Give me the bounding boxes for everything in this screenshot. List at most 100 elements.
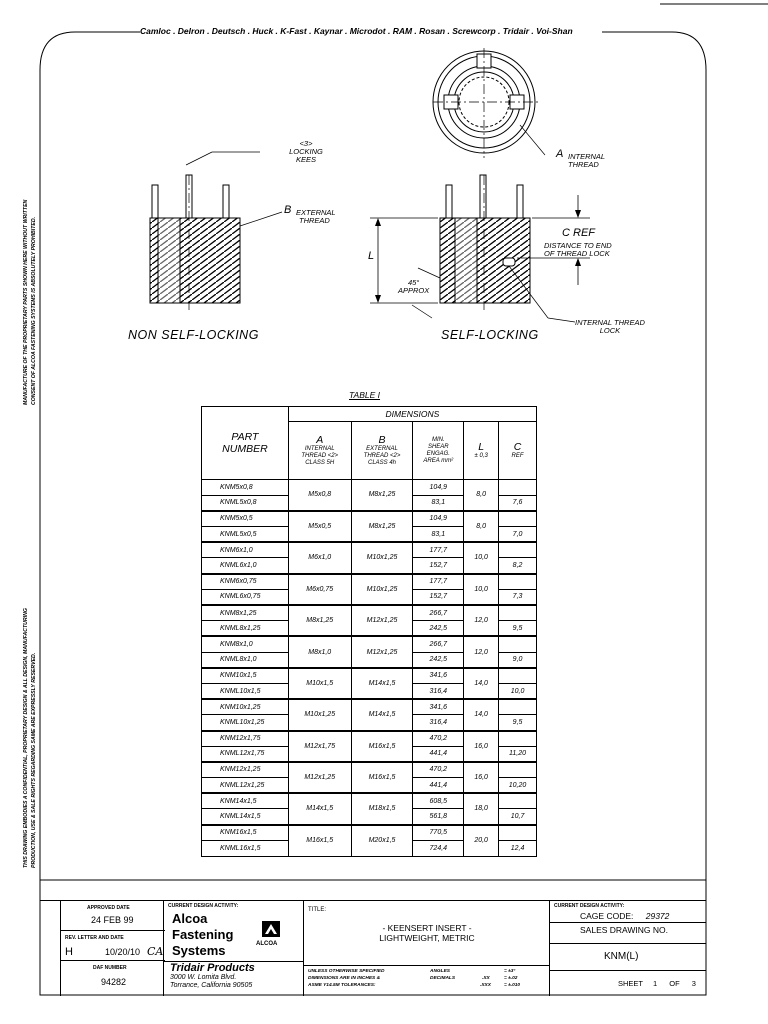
table-caption: TABLE I	[349, 390, 381, 400]
internal-thread-cell: M12x1,25	[287, 760, 352, 794]
c-ref-cell: 7,6	[498, 494, 537, 512]
shear-area-cell: 152,7	[412, 588, 465, 606]
external-thread-label: EXTERNAL THREAD	[296, 209, 336, 225]
col-b-line2: THREAD <2>	[363, 452, 401, 459]
internal-thread-cell: M10x1,25	[287, 698, 352, 732]
locking-keys-label: <3> LOCKING KEES	[286, 140, 326, 164]
shear-area-cell: 177,7	[412, 541, 465, 559]
tolerance-values: ANGLES= ±3° DECIMALS.XX= ±.02 .XXX= ±.01…	[430, 968, 546, 989]
side-note-bottom: THIS DRAWING EMBODIES A CONFIDENTIAL, PR…	[22, 608, 38, 868]
col-l-tolerance: ± 0,3	[474, 452, 488, 459]
col-c-header: C REF	[498, 421, 537, 480]
locking-keys-line2: LOCKING	[289, 147, 323, 156]
cage-code: CAGE CODE: 29372	[580, 911, 669, 921]
shear-area-cell: 470,2	[412, 729, 465, 747]
col-a-letter: A	[316, 433, 324, 446]
part-number-cell: KNML10x1,5	[201, 682, 289, 700]
length-cell: 14,0	[463, 666, 500, 700]
internal-thread-cell: M10x1,5	[287, 666, 352, 700]
external-thread-cell: M18x1,5	[350, 792, 414, 826]
c-ref-cell: 12,4	[498, 839, 537, 857]
part-number-cell: KNM10x1,25	[201, 698, 289, 716]
daf-value: 94282	[101, 977, 127, 987]
shear-area-cell: 608,5	[412, 792, 465, 810]
drawing-info-column: CURRENT DESIGN ACTIVITY: CAGE CODE: 2937…	[550, 901, 706, 996]
part-number-cell: KNML5x0,5	[201, 526, 289, 543]
length-cell: 16,0	[463, 760, 500, 794]
a-letter: A	[556, 148, 564, 160]
col-shear-line4: AREA mm²	[423, 457, 454, 464]
c-ref-empty-cell	[498, 509, 537, 527]
internal-thread-cell: M14x1,5	[287, 792, 352, 826]
part-number-cell: KNM16x1,5	[201, 823, 289, 841]
top-view	[432, 48, 546, 158]
part-number-cell: KNM12x1,75	[201, 729, 289, 747]
c-ref-cell: 9,0	[498, 651, 537, 669]
shear-area-cell: 470,2	[412, 760, 465, 779]
internal-thread-cell: M12x1,75	[287, 729, 352, 763]
angles-value: = ±3°	[504, 969, 516, 974]
l-letter: L	[368, 250, 375, 262]
activity-label: CURRENT DESIGN ACTIVITY:	[168, 903, 239, 909]
col-a-line2: THREAD <2>	[301, 452, 339, 459]
activity2-label: CURRENT DESIGN ACTIVITY:	[554, 903, 625, 909]
col-b-header: B EXTERNAL THREAD <2> CLASS 4h	[350, 421, 414, 480]
col-l-header: L ± 0,3	[463, 421, 500, 480]
shear-area-cell: 724,4	[412, 839, 465, 857]
part-number-cell: KNML12x1,25	[201, 777, 289, 794]
col-b-letter: B	[378, 433, 386, 446]
non-self-locking-view	[149, 151, 283, 310]
col-shear-header: MIN. SHEAR ENGAG. AREA mm²	[412, 421, 465, 480]
part-number-cell: KNML5x0,8	[201, 494, 289, 512]
external-thread-cell: M16x1,5	[350, 760, 414, 794]
decimals-3-value: = ±.010	[504, 983, 521, 988]
locking-keys-count: <3>	[299, 139, 313, 148]
part-number-cell: KNML8x1,25	[201, 620, 289, 637]
length-cell: 8,0	[463, 478, 500, 512]
tolerance-line2: DIMENSIONS ARE IN INCHES &	[308, 976, 381, 981]
c-ref-cell: 10,0	[498, 682, 537, 700]
length-cell: 18,0	[463, 792, 500, 826]
part-number-cell: KNM14x1,5	[201, 792, 289, 810]
brand-list: Camloc . Delron . Deutsch . Huck . K-Fas…	[140, 26, 573, 36]
company-line2: Fastening	[172, 927, 234, 942]
c-ref-empty-cell	[498, 823, 537, 841]
length-cell: 8,0	[463, 509, 500, 543]
decimals-3-label: .XXX	[480, 983, 491, 988]
external-thread-cell: M8x1,25	[350, 478, 414, 512]
title-line2: LIGHTWEIGHT, METRIC	[379, 933, 475, 943]
c-ref-empty-cell	[498, 541, 537, 558]
title-label: TITLE:	[308, 907, 327, 913]
shear-area-cell: 770,5	[412, 823, 465, 841]
part-number-header-line2: NUMBER	[222, 443, 268, 455]
shear-area-cell: 341,6	[412, 666, 465, 684]
rev-letter: H	[65, 946, 73, 958]
part-number-cell: KNML12x1,75	[201, 745, 289, 763]
shear-area-cell: 83,1	[412, 526, 465, 543]
c-ref-cell: 10,20	[498, 777, 537, 794]
address-line2: Torrance, California 90505	[170, 982, 253, 989]
shear-area-cell: 561,8	[412, 808, 465, 826]
tolerance-line1: UNLESS OTHERWISE SPECIFIED	[308, 969, 385, 974]
col-shear-line1: MIN.	[431, 436, 445, 443]
shear-area-cell: 242,5	[412, 620, 465, 637]
rev-label: REV. LETTER AND DATE	[65, 935, 124, 941]
c-ref-label: C REF	[562, 227, 595, 239]
c-ref-description: DISTANCE TO END OF THREAD LOCK	[544, 242, 612, 258]
external-thread-cell: M10x1,25	[350, 572, 414, 606]
alcoa-logo-text: ALCOA	[256, 941, 278, 947]
cage-code-value: 29372	[645, 911, 670, 921]
internal-thread-line2: THREAD	[568, 160, 599, 169]
